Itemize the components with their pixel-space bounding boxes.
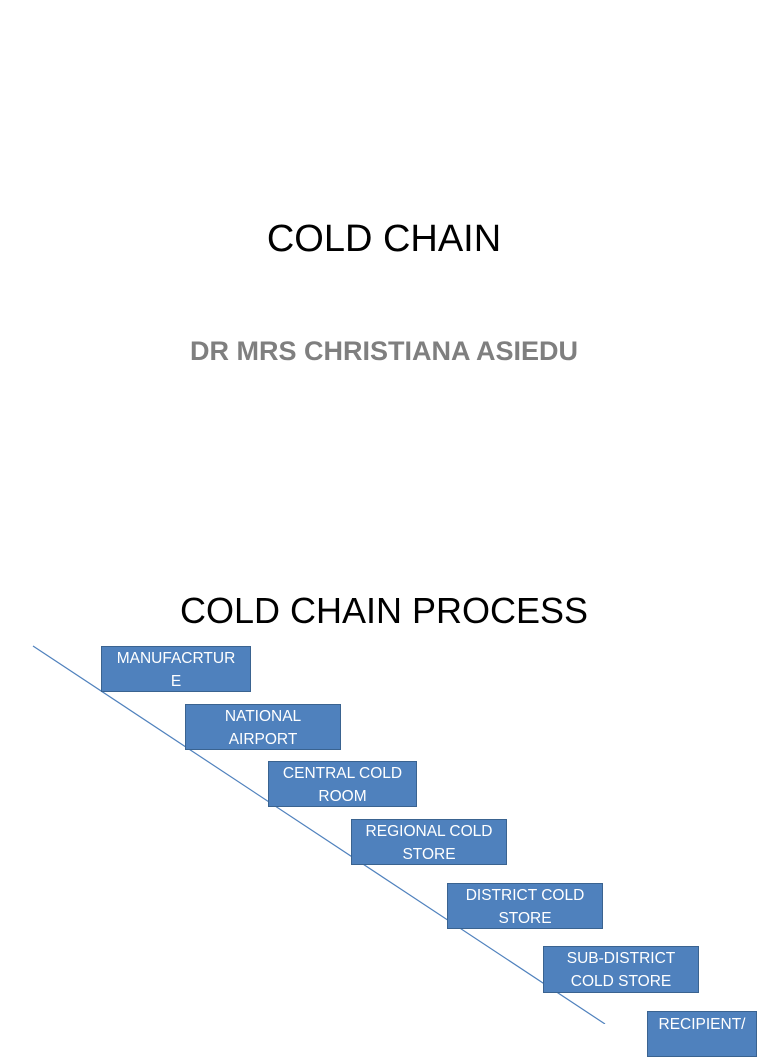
slide-subtitle: DR MRS CHRISTIANA ASIEDU xyxy=(189,336,578,366)
slide-title: COLD CHAIN xyxy=(266,218,502,260)
step-box-national-airport: NATIONAL AIRPORT xyxy=(185,704,341,750)
step-box-sub-district-cold-store: SUB-DISTRICT COLD STORE xyxy=(543,946,699,993)
step-box-manufacturer: MANUFACRTURE xyxy=(101,646,251,692)
step-box-district-cold-store: DISTRICT COLD STORE xyxy=(447,883,603,929)
process-title: COLD CHAIN PROCESS xyxy=(179,590,589,631)
step-box-regional-cold-store: REGIONAL COLD STORE xyxy=(351,819,507,865)
step-box-central-cold-room: CENTRAL COLD ROOM xyxy=(268,761,417,807)
step-box-recipient: RECIPIENT/ xyxy=(647,1011,757,1057)
diagonal-line xyxy=(32,645,606,1024)
